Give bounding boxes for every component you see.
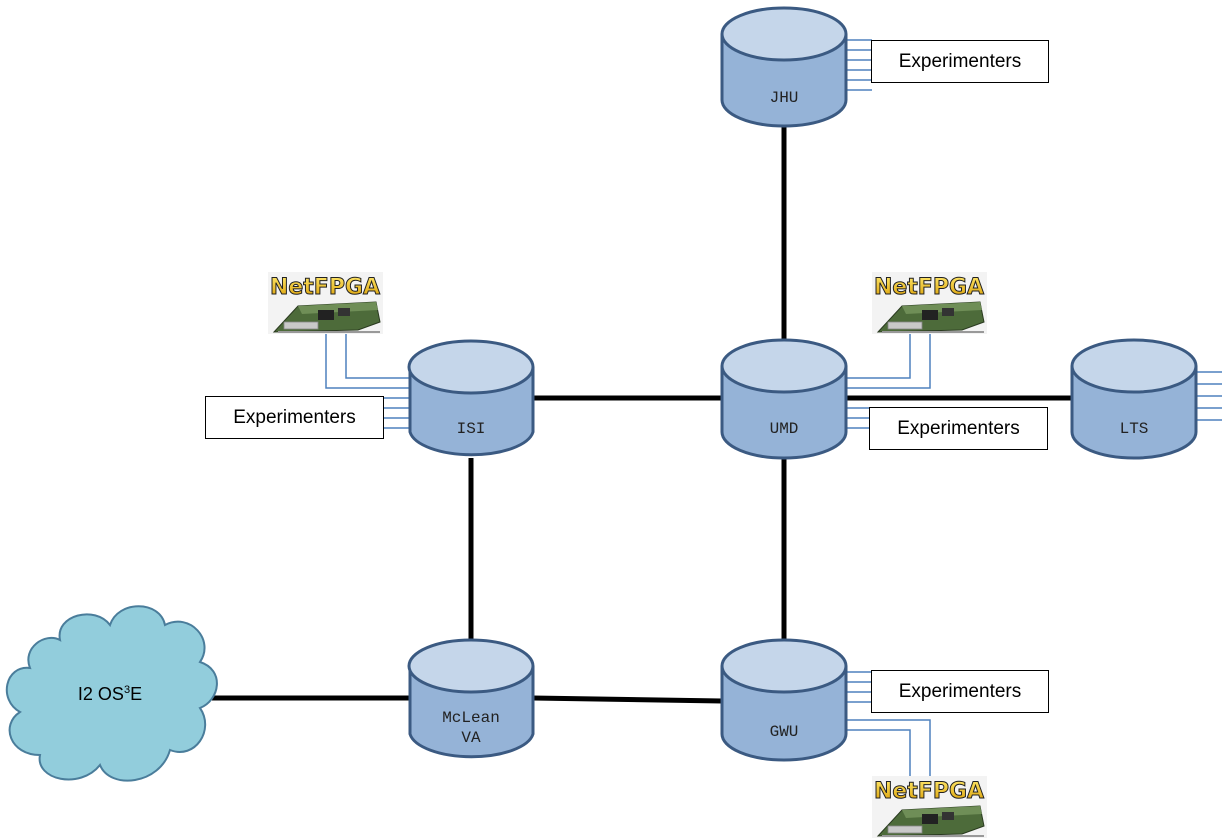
lts-ports bbox=[1196, 371, 1222, 421]
node-label-mclean-line1: McLean bbox=[442, 709, 500, 727]
netfpga-logo-umd: NetFPGA bbox=[871, 271, 988, 335]
experimenters-box-isi: Experimenters bbox=[205, 396, 384, 439]
lts-node bbox=[1070, 338, 1198, 460]
node-label-umd: UMD bbox=[769, 420, 799, 438]
links bbox=[212, 125, 1072, 704]
node-label-gwu: GWU bbox=[769, 723, 799, 741]
jhu-ports bbox=[846, 39, 872, 91]
node-label-isi: ISI bbox=[456, 420, 486, 438]
internet2-cloud bbox=[5, 605, 218, 782]
node-label-mclean-line2: VA bbox=[461, 729, 481, 747]
port-lines bbox=[325, 39, 1222, 780]
gwu-ports bbox=[846, 671, 931, 780]
netfpga-logo-gwu: NetFPGA bbox=[871, 775, 988, 839]
gwu-node bbox=[720, 638, 848, 762]
cloud-label: I2 OS3E bbox=[50, 684, 170, 705]
link-mclean-gwu bbox=[532, 695, 723, 704]
umd-node bbox=[720, 338, 848, 460]
experimenters-box-gwu: Experimenters bbox=[871, 670, 1049, 713]
netfpga-logo-isi: NetFPGA bbox=[267, 271, 384, 335]
netfpga-label-isi: NetFPGA bbox=[270, 275, 380, 300]
isi-ports bbox=[325, 334, 410, 429]
isi-node bbox=[407, 339, 535, 457]
cloud-label-prefix: I2 OS bbox=[77, 684, 124, 704]
netfpga-label-gwu: NetFPGA bbox=[874, 779, 984, 804]
cloud-label-sup: 3 bbox=[123, 684, 131, 696]
mclean-node bbox=[407, 638, 535, 759]
umd-ports bbox=[846, 334, 931, 429]
experimenters-box-umd: Experimenters bbox=[869, 407, 1048, 450]
node-label-jhu: JHU bbox=[769, 89, 799, 107]
cloud-label-suffix: E bbox=[130, 684, 143, 704]
node-label-lts: LTS bbox=[1119, 420, 1149, 438]
jhu-node bbox=[720, 6, 848, 128]
node-label-mclean: McLean VA bbox=[421, 708, 521, 748]
netfpga-label-umd: NetFPGA bbox=[874, 275, 984, 300]
experimenters-box-jhu: Experimenters bbox=[871, 40, 1049, 83]
